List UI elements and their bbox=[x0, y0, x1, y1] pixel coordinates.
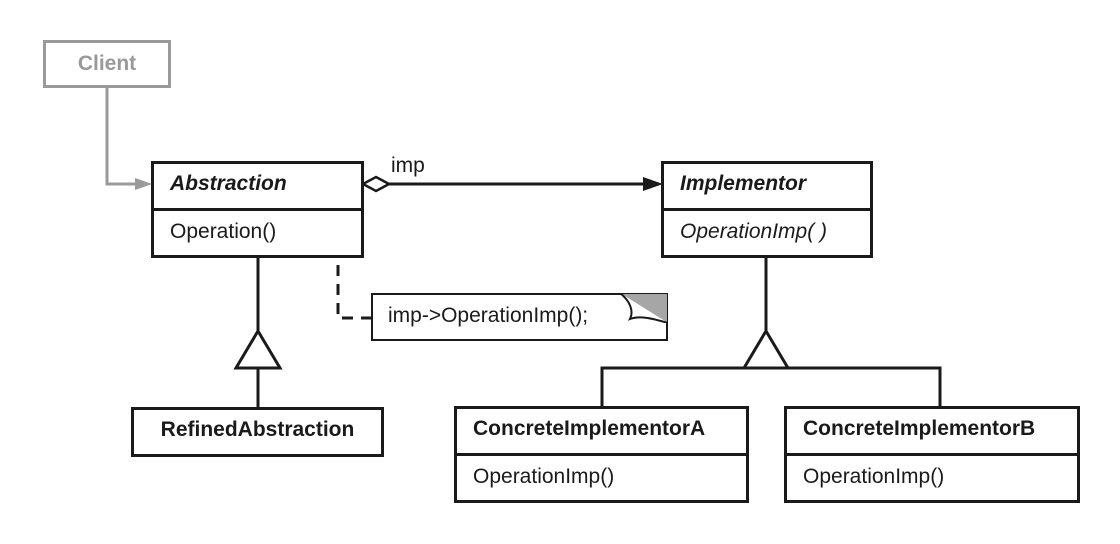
note-text: imp->OperationImp(); bbox=[388, 304, 589, 327]
abstraction-class: Abstraction Operation() bbox=[151, 161, 364, 258]
imp-association-label: imp bbox=[391, 154, 425, 177]
concrete-implementor-a-class: ConcreteImplementorA OperationImp() bbox=[454, 406, 749, 503]
refined-abstraction-class-name: RefinedAbstraction bbox=[160, 418, 355, 441]
client-label: Client bbox=[77, 52, 137, 75]
concrete-implementor-a-operation: OperationImp() bbox=[457, 453, 746, 498]
implementor-class-name: Implementor bbox=[680, 172, 807, 195]
implementor-generalization-triangle bbox=[741, 328, 791, 370]
implementor-class: Implementor OperationImp( ) bbox=[661, 161, 873, 258]
concrete-b-branch-line bbox=[788, 366, 942, 407]
concrete-implementor-b-class: ConcreteImplementorB OperationImp() bbox=[784, 406, 1080, 503]
aggregation-diamond-icon bbox=[360, 175, 392, 193]
association-arrowhead bbox=[643, 177, 663, 191]
abstraction-class-name: Abstraction bbox=[170, 172, 287, 195]
abstraction-operation: Operation() bbox=[154, 208, 361, 253]
refined-abstraction-class: RefinedAbstraction bbox=[131, 407, 384, 457]
concrete-implementor-b-operation: OperationImp() bbox=[787, 453, 1077, 498]
abstraction-generalization-triangle bbox=[233, 328, 283, 370]
concrete-implementor-a-name: ConcreteImplementorA bbox=[473, 417, 706, 440]
client-arrowhead bbox=[135, 178, 152, 190]
client-box: Client bbox=[43, 40, 171, 88]
note-dogear-icon bbox=[620, 293, 668, 323]
implementor-operation: OperationImp( ) bbox=[664, 208, 870, 253]
concrete-implementor-b-name: ConcreteImplementorB bbox=[803, 417, 1036, 440]
note-box: imp->OperationImp(); bbox=[371, 293, 668, 341]
note-connector-line bbox=[336, 246, 372, 320]
client-dependency-line bbox=[105, 88, 135, 186]
concrete-a-branch-line bbox=[600, 366, 744, 407]
